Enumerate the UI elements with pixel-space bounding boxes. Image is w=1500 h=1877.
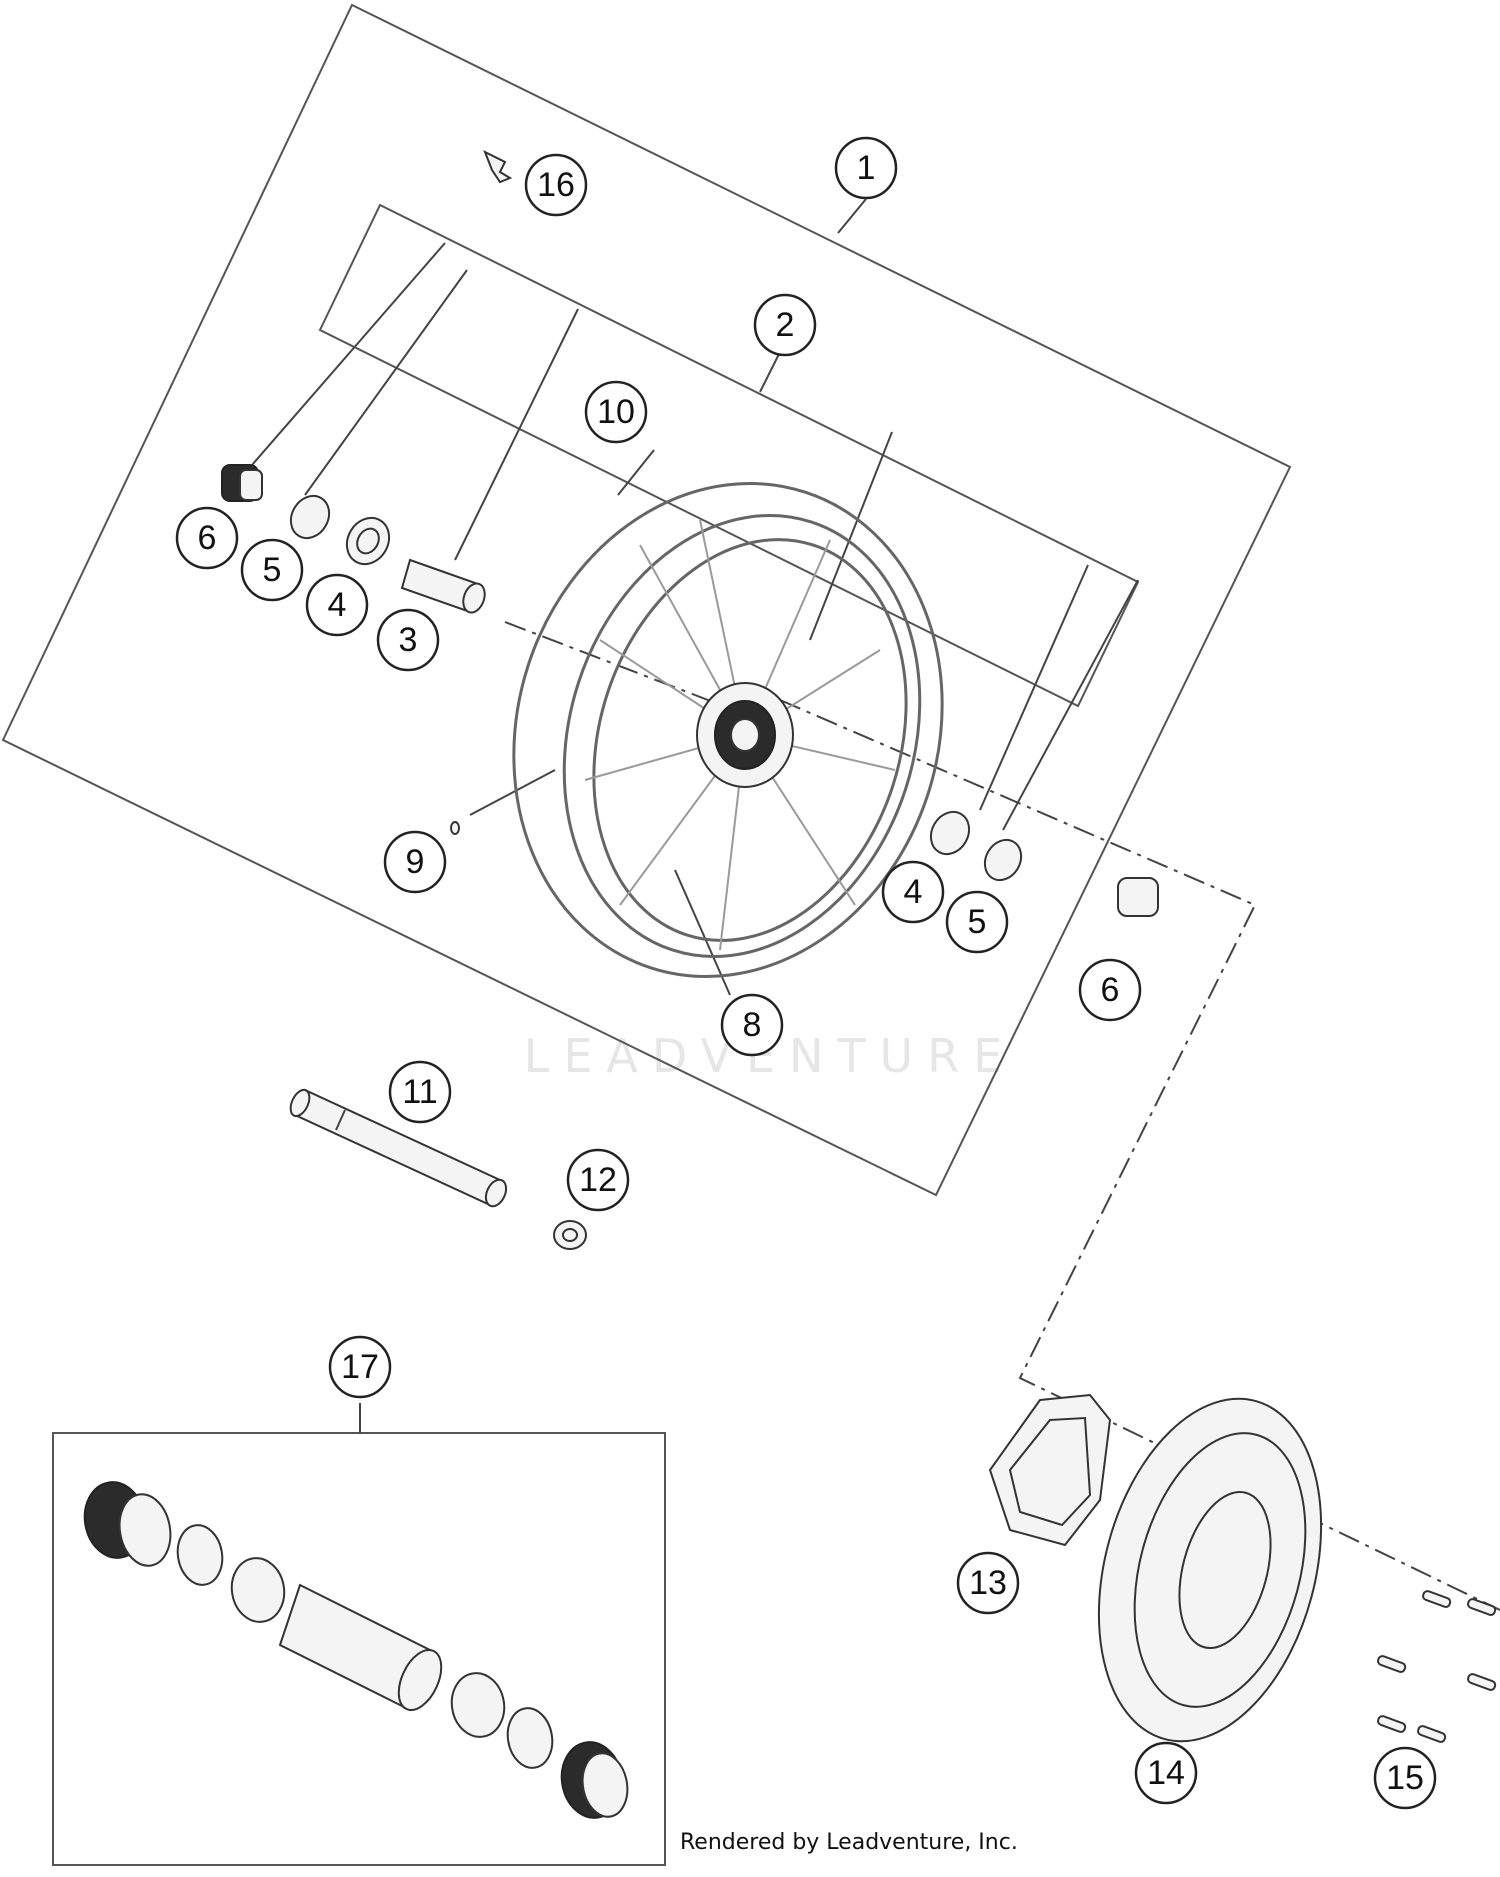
valve-part xyxy=(483,149,513,184)
left-bearing-parts xyxy=(221,464,486,614)
footer-credit: Rendered by Leadventure, Inc. xyxy=(680,1830,1018,1855)
svg-text:10: 10 xyxy=(597,393,635,431)
callout-4: 4 xyxy=(305,573,369,637)
callout-11: 11 xyxy=(388,1060,452,1124)
callout-17: 17 xyxy=(328,1335,392,1399)
spacer-part xyxy=(988,1393,1112,1547)
callout-16: 16 xyxy=(524,153,588,217)
callout-8: 8 xyxy=(720,993,784,1057)
svg-text:17: 17 xyxy=(341,1348,379,1386)
svg-text:16: 16 xyxy=(537,166,575,204)
callout-10: 10 xyxy=(584,380,648,444)
brake-disc-part xyxy=(1097,1397,1323,1743)
assembly-frame-1 xyxy=(1,3,1292,1197)
nut-part xyxy=(553,1220,587,1250)
svg-text:3: 3 xyxy=(399,621,418,659)
callout-2: 2 xyxy=(753,293,817,357)
svg-text:6: 6 xyxy=(1101,971,1120,1009)
kit-parts xyxy=(83,1481,629,1819)
callout-14: 14 xyxy=(1134,1741,1198,1805)
callout-3: 3 xyxy=(376,608,440,672)
callout-13: 13 xyxy=(956,1551,1020,1615)
svg-text:11: 11 xyxy=(402,1073,437,1111)
svg-text:5: 5 xyxy=(968,903,987,941)
callout-6-right: 6 xyxy=(1078,958,1142,1022)
svg-text:4: 4 xyxy=(904,873,923,911)
axle-part xyxy=(289,1088,508,1208)
svg-text:4: 4 xyxy=(328,586,347,624)
callout-4-right: 4 xyxy=(881,860,945,924)
wheel-part xyxy=(450,482,944,978)
svg-text:14: 14 xyxy=(1147,1754,1185,1792)
callout-5: 5 xyxy=(240,538,304,602)
leader-lines xyxy=(251,198,1139,1433)
svg-text:1: 1 xyxy=(857,149,876,187)
svg-text:12: 12 xyxy=(579,1161,617,1199)
callout-1: 1 xyxy=(834,136,898,200)
callout-15: 15 xyxy=(1373,1746,1437,1810)
svg-text:9: 9 xyxy=(406,843,425,881)
screws-part xyxy=(1377,1590,1497,1743)
svg-text:2: 2 xyxy=(776,306,795,344)
svg-text:5: 5 xyxy=(263,551,282,589)
svg-text:13: 13 xyxy=(969,1564,1007,1602)
assembly-frame-2 xyxy=(318,203,1140,708)
callout-6: 6 xyxy=(175,506,239,570)
svg-text:6: 6 xyxy=(198,519,217,557)
right-bearing-parts xyxy=(929,810,1159,917)
callout-12: 12 xyxy=(566,1148,630,1212)
svg-text:8: 8 xyxy=(743,1006,762,1044)
svg-text:15: 15 xyxy=(1386,1759,1424,1797)
callout-5-right: 5 xyxy=(945,890,1009,954)
callout-9: 9 xyxy=(383,830,447,894)
